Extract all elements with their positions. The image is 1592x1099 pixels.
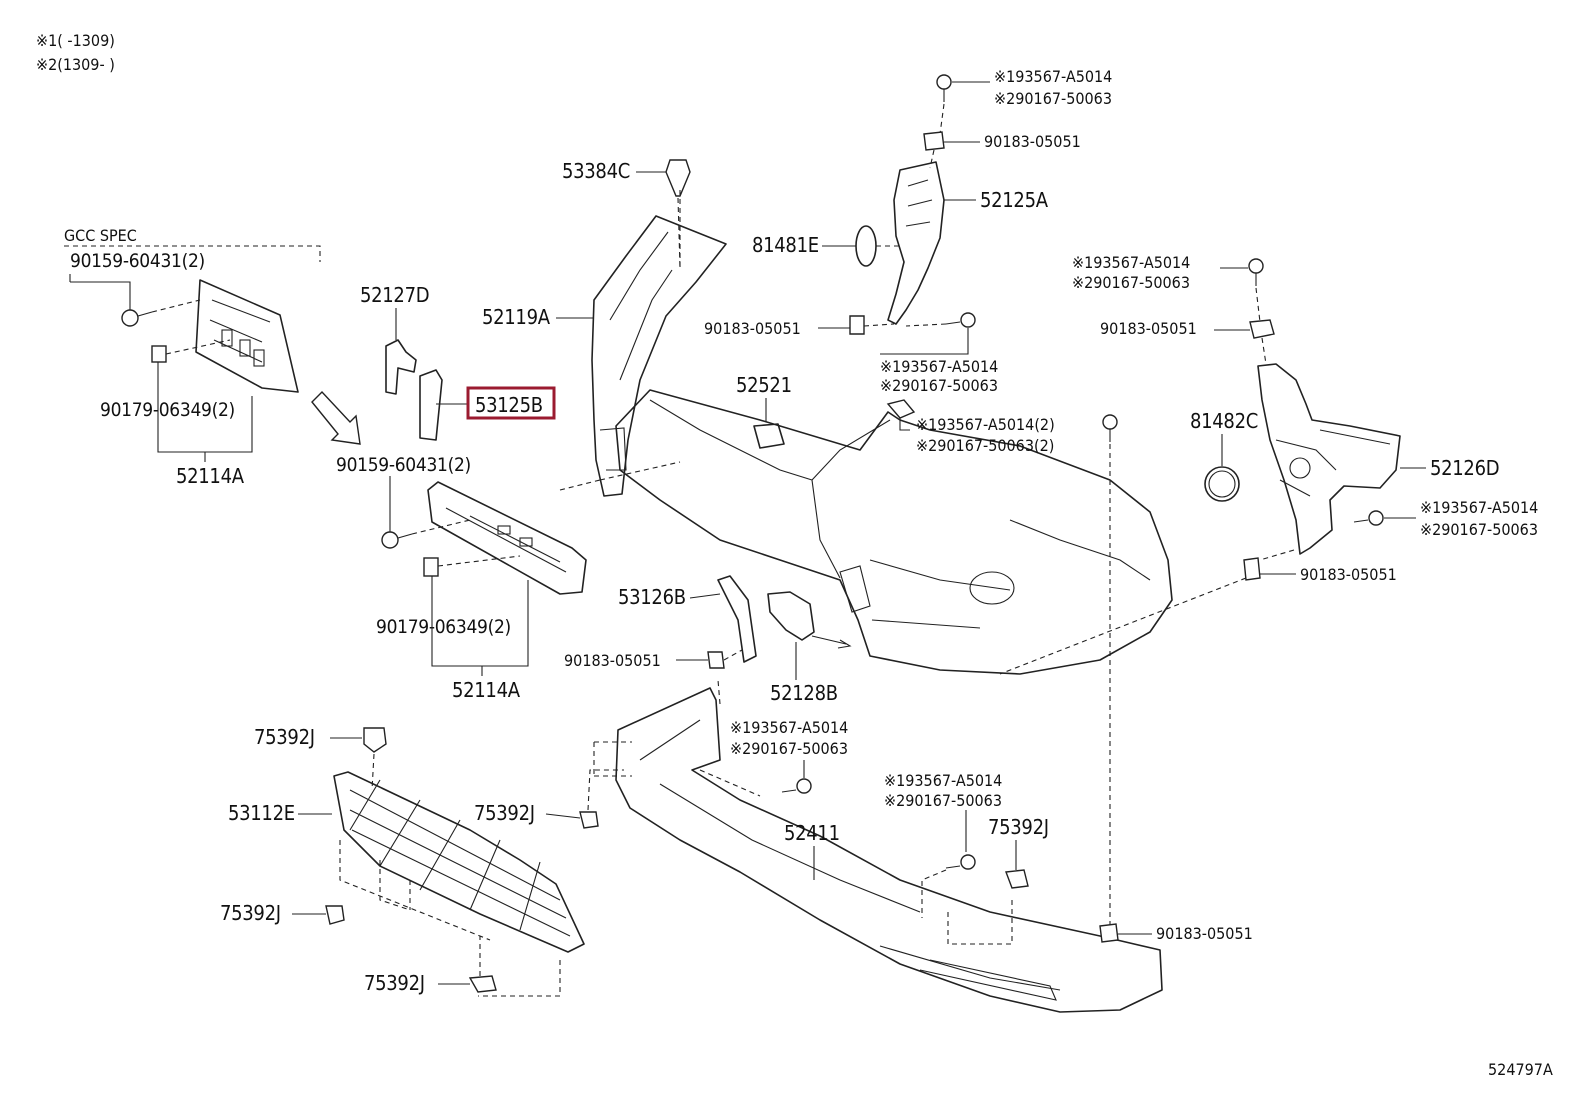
label-90183-05051-b[interactable]: 90183-05051 — [984, 132, 1081, 151]
clip-nut-icon — [1249, 319, 1275, 339]
label-90183-05051-d[interactable]: 90183-05051 — [1300, 565, 1397, 584]
screw-icon — [781, 778, 812, 794]
grommet-81481e[interactable] — [855, 225, 877, 267]
catalog-id: 524797A — [1488, 1060, 1553, 1079]
label-81482c[interactable]: 81482C — [1190, 409, 1258, 433]
label-93567-lo[interactable]: ※193567-A5014 — [730, 718, 848, 737]
legend-line-2: ※2(1309- ) — [36, 55, 115, 74]
label-90167-center[interactable]: ※290167-50063(2) — [916, 436, 1054, 455]
clip-53384c[interactable] — [665, 159, 691, 197]
bracket-52125a[interactable] — [887, 161, 945, 325]
gcc-spec-bracket — [64, 245, 321, 262]
clip-75392j-e — [1005, 869, 1029, 889]
label-53126b[interactable]: 53126B — [618, 585, 686, 609]
reflector-53125b[interactable] — [419, 369, 443, 441]
screw-icon — [1353, 510, 1384, 526]
label-90179-06349-top[interactable]: 90179-06349(2) — [100, 399, 235, 421]
clip-icon — [886, 399, 916, 419]
label-90159-60431-mid[interactable]: 90159-60431(2) — [336, 454, 471, 476]
label-93567-right[interactable]: ※193567-A5014 — [1072, 253, 1190, 272]
label-52119a[interactable]: 52119A — [482, 305, 551, 329]
label-81481e[interactable]: 81481E — [752, 233, 819, 257]
bracket-52127d[interactable] — [385, 339, 417, 395]
clip-75392j-d — [468, 975, 497, 993]
label-90183-05051-f[interactable]: 90183-05051 — [1156, 924, 1253, 943]
front-bumper-cover[interactable] — [615, 389, 1173, 675]
direction-arrow-icon — [311, 390, 361, 445]
label-53125b[interactable]: 53125B — [475, 393, 543, 417]
label-90183-05051-e[interactable]: 90183-05051 — [564, 651, 661, 670]
clip-nut-icon — [151, 345, 167, 363]
label-90167-right2[interactable]: ※290167-50063 — [1420, 520, 1538, 539]
screw-icon — [1248, 258, 1264, 286]
label-75392j-c[interactable]: 75392J — [220, 901, 281, 925]
clip-nut-icon — [1099, 923, 1119, 943]
label-52411[interactable]: 52411 — [784, 821, 840, 845]
license-plate-bracket-52114a-mid[interactable] — [427, 481, 587, 595]
label-75392j-a[interactable]: 75392J — [254, 725, 315, 749]
gcc-spec-group: GCC SPEC 90159-60431(2) 90179-06349(2) 5… — [64, 226, 321, 488]
bolt-icon — [121, 309, 153, 327]
clip-nut-icon — [923, 131, 945, 151]
label-52114a-top[interactable]: 52114A — [176, 464, 245, 488]
clip-nut-icon — [849, 315, 865, 335]
clip-nut-icon — [707, 651, 725, 669]
label-75392j-d[interactable]: 75392J — [364, 971, 425, 995]
spacer-52521[interactable] — [753, 423, 785, 449]
label-90183-05051-a[interactable]: 90183-05051 — [704, 319, 801, 338]
label-93567-center[interactable]: ※193567-A5014(2) — [916, 415, 1055, 434]
label-90167-mid[interactable]: ※290167-50063 — [880, 376, 998, 395]
label-75392j-b[interactable]: 75392J — [474, 801, 535, 825]
clip-75392j-b — [579, 811, 599, 829]
label-90167-top[interactable]: ※290167-50063 — [994, 89, 1112, 108]
label-93567-mid[interactable]: ※193567-A5014 — [880, 357, 998, 376]
license-plate-bracket-52114a-top[interactable] — [195, 279, 299, 393]
label-93567-lo2[interactable]: ※193567-A5014 — [884, 771, 1002, 790]
screw-icon — [945, 312, 976, 328]
label-53112e[interactable]: 53112E — [228, 801, 295, 825]
label-93567-top[interactable]: ※193567-A5014 — [994, 67, 1112, 86]
label-90167-lo[interactable]: ※290167-50063 — [730, 739, 848, 758]
label-52114a-mid[interactable]: 52114A — [452, 678, 521, 702]
bracket-52128b[interactable] — [767, 591, 815, 641]
label-93567-right2[interactable]: ※193567-A5014 — [1420, 498, 1538, 517]
label-52127d[interactable]: 52127D — [360, 283, 430, 307]
clip-nut-icon — [1243, 557, 1261, 581]
label-52125a[interactable]: 52125A — [980, 188, 1049, 212]
label-90167-lo2[interactable]: ※290167-50063 — [884, 791, 1002, 810]
label-52521[interactable]: 52521 — [736, 373, 792, 397]
screw-icon — [1102, 414, 1118, 442]
label-90183-05051-c[interactable]: 90183-05051 — [1100, 319, 1197, 338]
lower-grille-53112e[interactable] — [333, 771, 585, 953]
label-90159-60431-top[interactable]: 90159-60431(2) — [70, 250, 205, 272]
reflector-53126b[interactable] — [717, 575, 757, 663]
screw-icon — [945, 854, 976, 870]
bumper-reinforcement-52119a[interactable] — [591, 215, 727, 497]
legend-line-1: ※1( -1309) — [36, 31, 115, 50]
label-53384c[interactable]: 53384C — [562, 159, 630, 183]
grommet-81482c[interactable] — [1204, 466, 1240, 502]
side-bracket-52126d[interactable] — [1257, 363, 1401, 555]
highlight-box — [466, 386, 556, 420]
label-52126d[interactable]: 52126D — [1430, 456, 1500, 480]
gcc-spec-label: GCC SPEC — [64, 226, 137, 245]
label-75392j-e[interactable]: 75392J — [988, 815, 1049, 839]
label-90179-06349-mid[interactable]: 90179-06349(2) — [376, 616, 511, 638]
label-52128b[interactable]: 52128B — [770, 681, 838, 705]
label-90167-right[interactable]: ※290167-50063 — [1072, 273, 1190, 292]
clip-nut-icon — [423, 557, 439, 577]
clip-75392j-a — [363, 727, 387, 753]
screw-icon — [936, 74, 952, 102]
clip-75392j-c — [325, 905, 345, 925]
bolt-icon — [381, 531, 413, 549]
lower-spoiler-52411[interactable] — [615, 687, 1163, 1013]
